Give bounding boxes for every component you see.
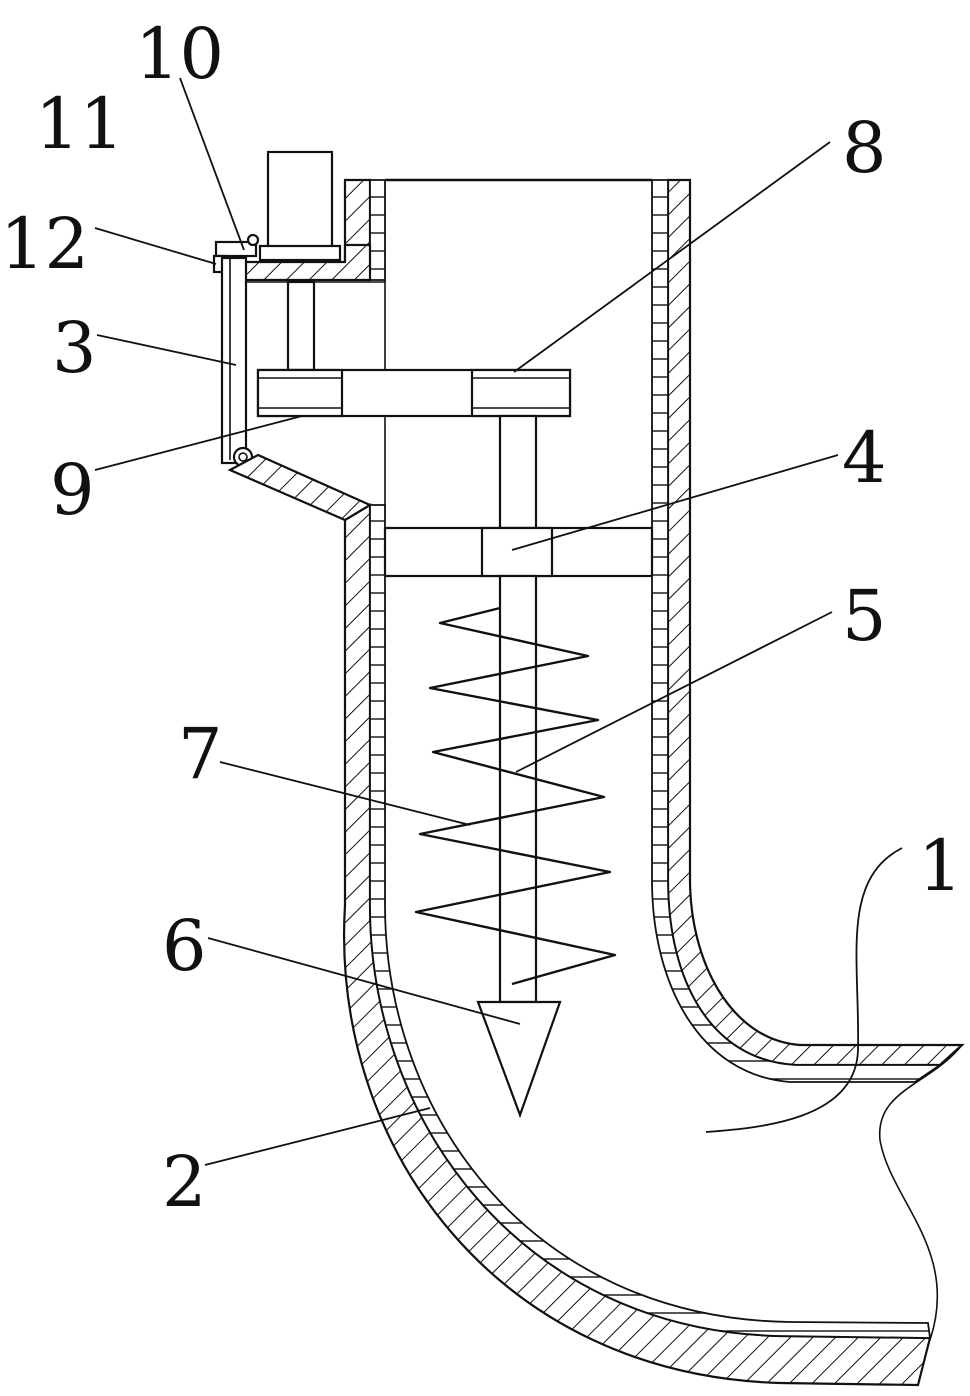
label-5: 5	[842, 575, 887, 657]
label-9: 9	[50, 449, 95, 531]
helical-blade	[414, 606, 617, 986]
label-6: 6	[162, 905, 207, 987]
leader-lines	[94, 77, 903, 1166]
motor-shaft	[286, 280, 316, 372]
label-11: 11	[35, 83, 124, 165]
label-4: 4	[842, 417, 887, 499]
drive-pulley	[256, 368, 344, 418]
auger-shaft-lower	[498, 574, 538, 1004]
motor-body	[266, 150, 334, 249]
bearing-housing	[480, 526, 554, 578]
label-12: 12	[0, 203, 89, 285]
label-1: 1	[918, 825, 963, 907]
hinge-pin-inner	[238, 452, 248, 462]
part-labels: 10 11 12 3 9 8 4 5 7 6 2 1	[0, 13, 963, 1223]
label-7: 7	[178, 713, 223, 795]
support-arm	[220, 256, 248, 465]
cone-drill-tip	[476, 1000, 562, 1119]
motor-base	[258, 244, 342, 262]
housing-outer-wall	[343, 178, 965, 1387]
label-10: 10	[135, 13, 224, 95]
driven-pulley	[470, 368, 572, 418]
bolt-head	[214, 240, 258, 258]
label-8: 8	[842, 107, 887, 189]
bolt-nut	[246, 233, 260, 247]
label-2: 2	[162, 1141, 207, 1223]
slanted-plate	[227, 453, 373, 522]
auger-shaft-upper	[498, 414, 538, 530]
soil-boundary	[879, 1044, 963, 1341]
label-3: 3	[52, 307, 97, 389]
